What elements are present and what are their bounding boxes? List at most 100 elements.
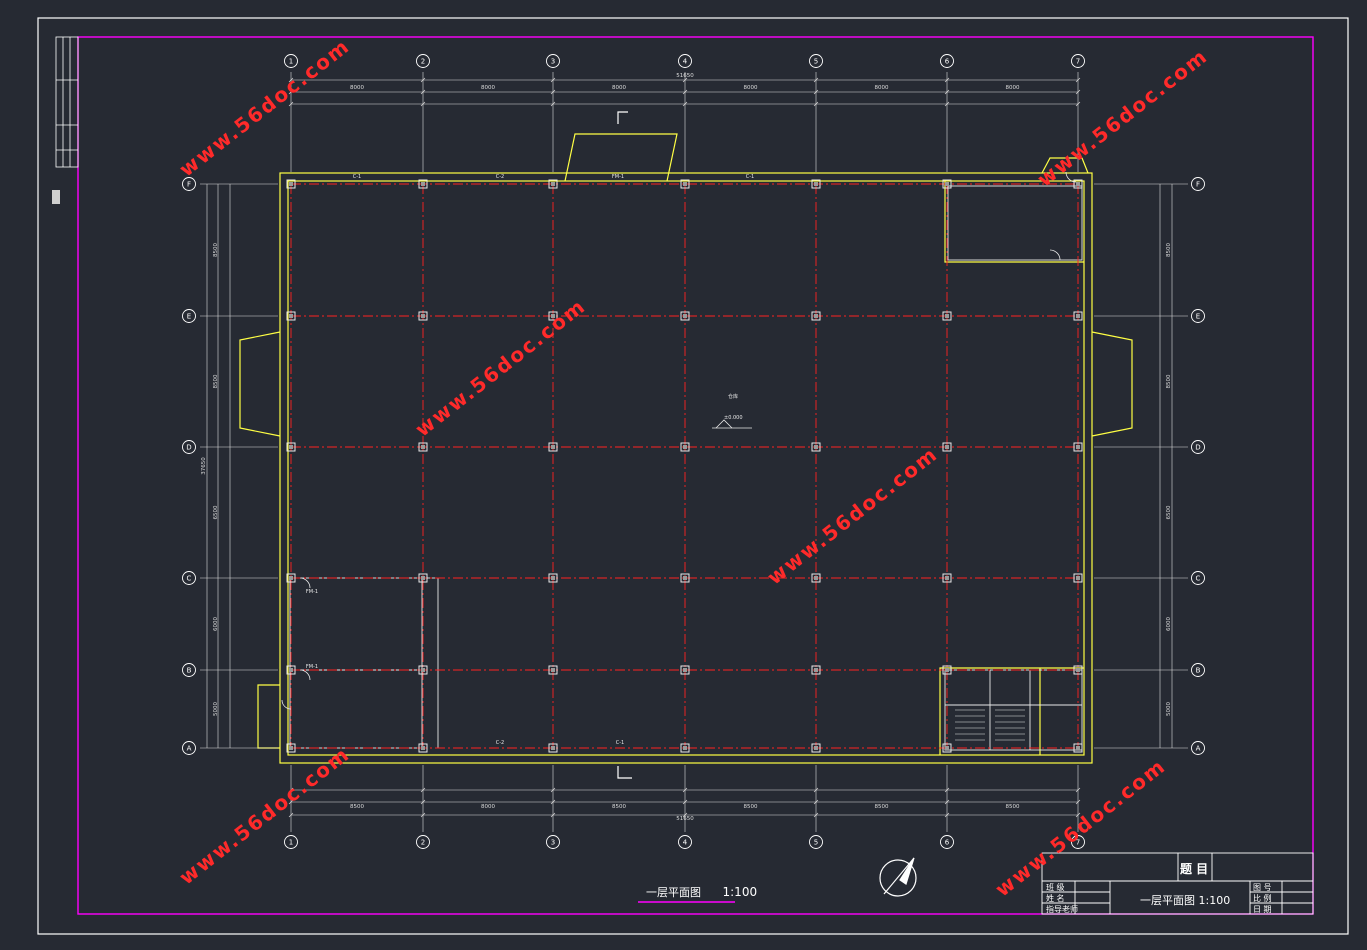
column-2E [418, 311, 428, 321]
dim-tick [288, 799, 294, 805]
column-5F [811, 179, 821, 189]
column-6C [942, 573, 952, 583]
column-core [1076, 746, 1080, 750]
axis-bubble-top-3-label: 3 [551, 58, 555, 66]
axis-bubble-right-C-circle [1191, 571, 1205, 585]
column-core [421, 576, 425, 580]
column-7E [1073, 311, 1083, 321]
column-5A [811, 743, 821, 753]
door-tag-left-2: FM-1 [306, 664, 318, 670]
axis-bubble-left-F-circle [182, 177, 196, 191]
axis-bubble-right-B-label: B [1196, 667, 1201, 675]
axis-bubble-right-E-label: E [1196, 313, 1200, 321]
dim-left-bay-3: 6000 [213, 617, 219, 631]
title-block-sheet-title: 一层平面图 1:100 [1140, 894, 1231, 907]
dim-tick [944, 77, 950, 83]
axis-bubble-right-A-circle [1191, 741, 1205, 755]
column-7D [1073, 442, 1083, 452]
dim-tick [420, 787, 426, 793]
axis-bubble-bottom-5-label: 5 [814, 839, 818, 847]
title-block-row-name: 姓 名 [1046, 894, 1065, 903]
column-3B [548, 665, 558, 675]
elevation-marker [712, 419, 752, 429]
column-5B [811, 665, 821, 675]
beam-tag-top-2: C-2 [496, 174, 504, 180]
axis-bubble-top-2-circle [416, 54, 430, 68]
axis-bubble-right-E-circle [1191, 309, 1205, 323]
axis-bubble-right-A-label: A [1196, 745, 1201, 753]
drawing-title-text: 一层平面图 [646, 886, 701, 899]
dim-tick [1075, 89, 1081, 95]
dim-tick [288, 77, 294, 83]
dim-top-bay-4: 8000 [875, 85, 889, 91]
column-6D [942, 442, 952, 452]
axis-bubble-top-7-circle [1071, 54, 1085, 68]
column-core [1076, 314, 1080, 318]
column-core [945, 576, 949, 580]
axis-bubble-top-2-label: 2 [421, 58, 425, 66]
dim-right-bay-3: 6000 [1166, 617, 1172, 631]
column-core [289, 182, 293, 186]
dim-tick [944, 812, 950, 818]
column-core [289, 576, 293, 580]
dim-tick [682, 89, 688, 95]
section-marker-top [617, 111, 632, 779]
column-core [683, 445, 687, 449]
beam-tag-top-1: C-1 [353, 174, 361, 180]
column-core [1076, 182, 1080, 186]
column-7F [1073, 179, 1083, 189]
dim-tick [682, 799, 688, 805]
axis-bubble-top-5-circle [809, 54, 823, 68]
column-core [945, 668, 949, 672]
column-core [814, 746, 818, 750]
dim-tick [682, 812, 688, 818]
column-1F [286, 179, 296, 189]
column-core [421, 445, 425, 449]
dim-tick [1075, 799, 1081, 805]
axis-bubble-bottom-1-circle [284, 835, 298, 849]
column-core [551, 576, 555, 580]
column-core [289, 445, 293, 449]
dim-tick [550, 89, 556, 95]
column-6A [942, 743, 952, 753]
door-tag-top: FM-1 [612, 174, 624, 180]
dim-tick [420, 812, 426, 818]
axis-bubble-bottom-5-circle [809, 835, 823, 849]
column-core [814, 445, 818, 449]
column-1C [286, 573, 296, 583]
column-4B [680, 665, 690, 675]
column-core [683, 746, 687, 750]
dim-bottom-bay-0: 8500 [350, 804, 364, 810]
axis-bubble-top-4-circle [678, 54, 692, 68]
axis-bubble-bottom-7-label: 7 [1076, 839, 1080, 847]
column-3A [548, 743, 558, 753]
dim-tick [550, 799, 556, 805]
column-1B [286, 665, 296, 675]
dim-bottom-bay-2: 8500 [612, 804, 626, 810]
beam-tag-bottom-2: C-1 [616, 740, 624, 746]
dim-bottom-total: 51650 [676, 816, 694, 822]
column-6E [942, 311, 952, 321]
axis-bubble-left-B-label: B [187, 667, 192, 675]
axis-bubble-left-A-circle [182, 741, 196, 755]
dim-tick [813, 89, 819, 95]
dim-tick [420, 799, 426, 805]
title-block-row-advisor: 指导老师 [1046, 905, 1078, 914]
dim-left-total: 37650 [201, 457, 207, 475]
column-4D [680, 442, 690, 452]
dim-tick [944, 89, 950, 95]
axis-bubble-bottom-3-circle [546, 835, 560, 849]
axis-bubble-left-D-circle [182, 440, 196, 454]
dim-tick [1075, 101, 1081, 107]
axis-bubble-bottom-6-label: 6 [945, 839, 950, 847]
corner-stamp-table [55, 36, 79, 168]
exterior-walls [239, 133, 1133, 764]
column-1A [286, 743, 296, 753]
dim-tick [550, 101, 556, 107]
dim-tick [420, 101, 426, 107]
margin-stamp [52, 190, 60, 204]
dim-tick [813, 787, 819, 793]
dim-top-bay-5: 8000 [1006, 85, 1020, 91]
beam-tag-top-3: C-1 [746, 174, 754, 180]
column-core [683, 314, 687, 318]
